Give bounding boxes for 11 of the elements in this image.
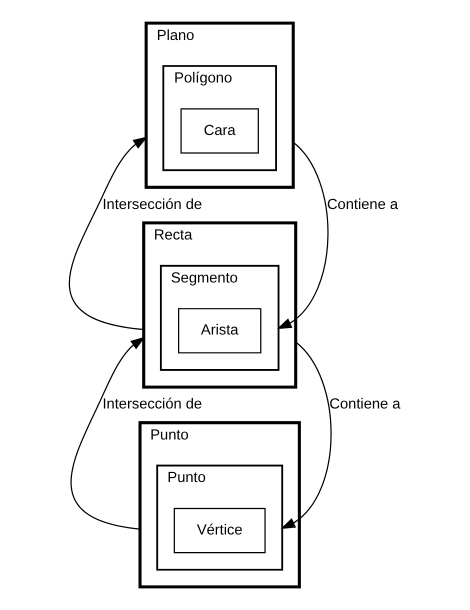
node-box: Vértice — [174, 508, 266, 554]
node-box: Cara — [180, 108, 259, 154]
edge-label: Intersección de — [102, 396, 202, 413]
arrow — [68, 136, 148, 330]
node-box: Arista — [178, 308, 262, 354]
edge-label: Contiene a — [326, 196, 398, 213]
arrow — [280, 342, 332, 529]
edge-label: Intersección de — [102, 196, 202, 213]
edge-label: Contiene a — [329, 396, 400, 413]
arrow — [70, 336, 146, 530]
arrow — [276, 142, 329, 330]
